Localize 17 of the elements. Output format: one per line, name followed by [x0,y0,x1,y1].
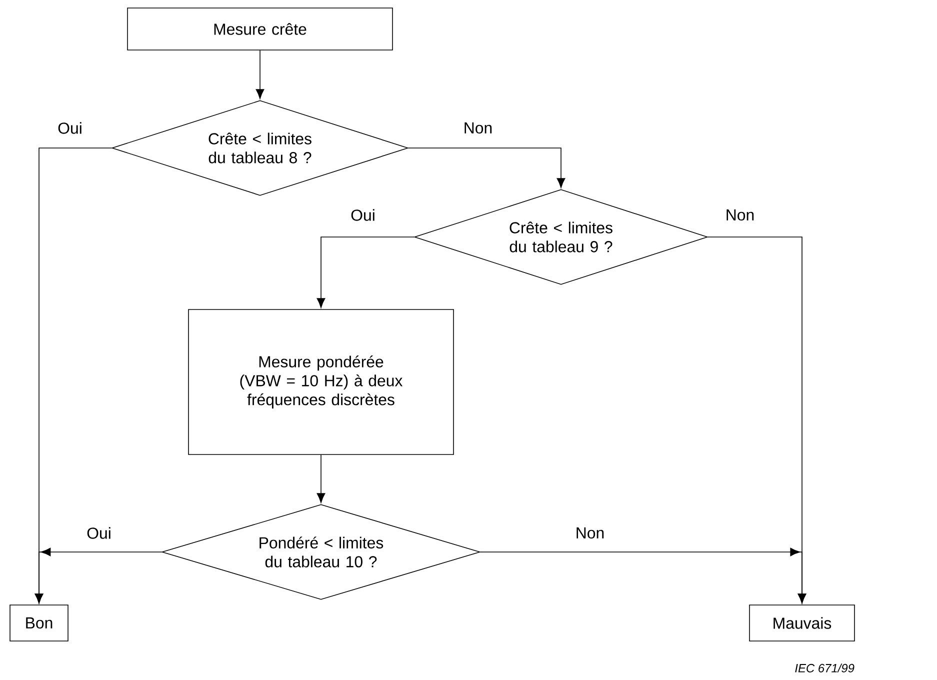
edge-label: Non [462,121,494,135]
arrow [34,548,162,604]
terminal-box: Mauvais [749,604,855,642]
edge-label: Non [724,208,756,222]
arrow [408,148,566,188]
arrow [480,548,806,604]
edge-label: Oui [86,526,112,540]
edge-label: Oui [350,208,376,222]
edge-label: Non [574,526,606,540]
edge-label: Oui [56,121,84,135]
figure-number: IEC 671/99 [795,664,854,672]
process-box: Mesure crête [127,8,393,50]
process-box: Mesure pondérée (VBW = 10 Hz) à deux fréquences discrètes [188,309,454,455]
arrow [316,236,414,308]
arrow [316,454,326,503]
arrow [256,50,264,99]
terminal-box: Bon [10,604,68,642]
